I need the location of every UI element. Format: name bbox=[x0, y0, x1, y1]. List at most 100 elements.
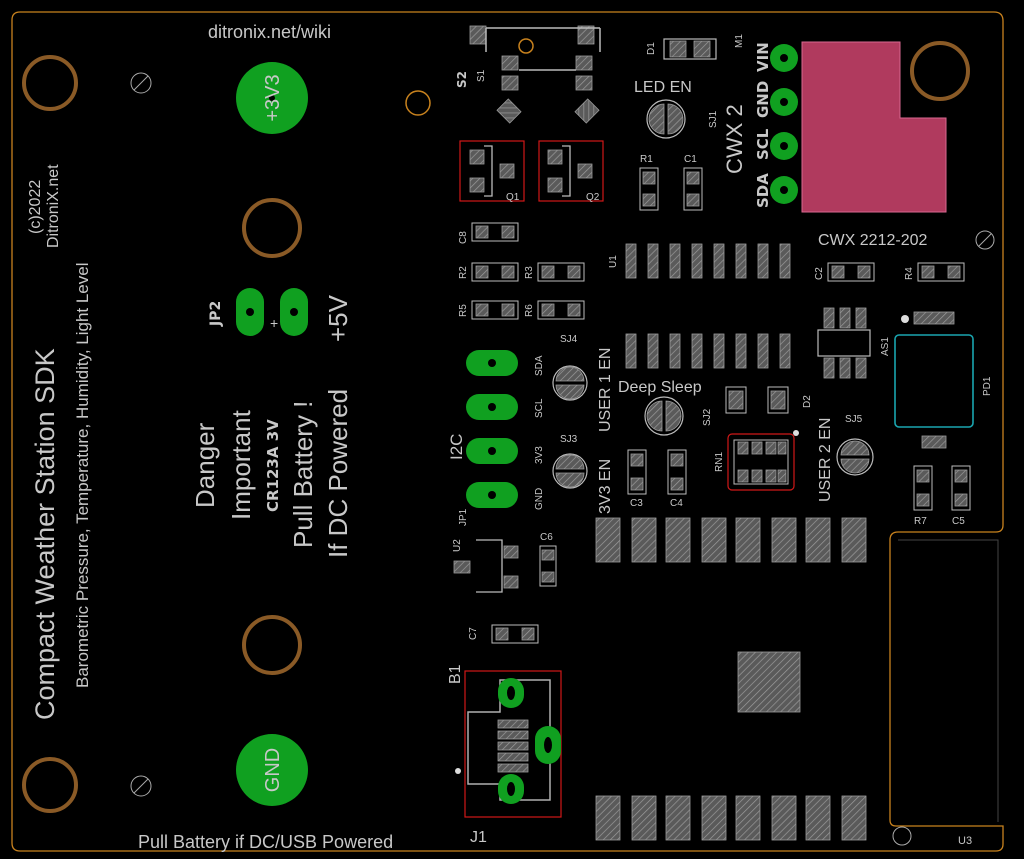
q1-label: Q1 bbox=[506, 192, 520, 203]
sj2-jumper bbox=[644, 396, 684, 436]
c6-label: C6 bbox=[540, 532, 553, 543]
c7-label: C7 bbox=[468, 627, 479, 640]
s2-label: S2 bbox=[455, 71, 469, 88]
c3-label: C3 bbox=[630, 498, 643, 509]
r5-label: R5 bbox=[458, 304, 469, 317]
u3-module-pads bbox=[595, 517, 867, 841]
i2c-pin-gnd: GND bbox=[534, 488, 545, 510]
sj4-label: SJ4 bbox=[560, 334, 578, 345]
warning-battery: CR123A 3V bbox=[264, 419, 282, 512]
u1-chip bbox=[625, 243, 791, 369]
board-subtitle: Barometric Pressure, Temperature, Humidi… bbox=[73, 263, 92, 689]
sj5-jumper bbox=[836, 438, 874, 476]
c3-c4-parts bbox=[627, 449, 687, 495]
sj1-jumper bbox=[646, 99, 686, 139]
pd1-pad-top bbox=[913, 311, 955, 325]
d1-outline bbox=[663, 38, 717, 60]
pad-gnd: GND bbox=[236, 734, 308, 806]
cwx-pin-sda: SDA bbox=[754, 173, 772, 208]
d2-diodes bbox=[725, 386, 789, 414]
sj4-jumper bbox=[552, 365, 588, 401]
as1-label: AS1 bbox=[880, 337, 891, 356]
u1-label: U1 bbox=[608, 255, 619, 268]
c4-label: C4 bbox=[670, 498, 683, 509]
sj3-jumper bbox=[552, 453, 588, 489]
pd1-photodiode bbox=[894, 334, 974, 428]
as1-sensor bbox=[817, 307, 871, 379]
q2-label: Q2 bbox=[586, 192, 600, 203]
warning-danger: Danger bbox=[190, 422, 220, 508]
cwx-header-label: CWX 2 bbox=[722, 104, 747, 174]
jp2-label: JP2 bbox=[208, 301, 224, 327]
j1-label: J1 bbox=[470, 829, 487, 846]
warning-important: Important bbox=[226, 409, 256, 520]
c2-r4-parts bbox=[827, 262, 965, 282]
pd1-pin1-marker bbox=[901, 315, 909, 323]
cwx-pin-scl: SCL bbox=[754, 128, 772, 160]
cwx-model-label: CWX 2212-202 bbox=[818, 232, 927, 249]
d1-pad-b bbox=[693, 40, 711, 58]
q2-transistor bbox=[538, 140, 604, 202]
copyright-label: (c)2022 bbox=[27, 180, 44, 234]
c5-label: C5 bbox=[952, 516, 965, 527]
pad-3v3: +3V3 bbox=[236, 62, 308, 134]
r1-c1-parts bbox=[639, 167, 703, 211]
sj1-label: SJ1 bbox=[708, 110, 719, 128]
u3-label: U3 bbox=[958, 835, 972, 847]
i2c-header-pads bbox=[466, 350, 518, 508]
passive-column bbox=[471, 222, 585, 320]
footer-label: Pull Battery if DC/USB Powered bbox=[138, 832, 393, 852]
c8-label: C8 bbox=[458, 231, 469, 244]
switch-s1 bbox=[469, 25, 601, 124]
warning-if-dc: If DC Powered bbox=[323, 389, 353, 558]
user1-en-label: USER 1 EN bbox=[597, 348, 614, 432]
i2c-pin-scl: SCL bbox=[534, 398, 545, 418]
cwx-header-pads bbox=[770, 44, 798, 204]
deep-sleep-label: Deep Sleep bbox=[618, 379, 702, 396]
c6-part bbox=[539, 545, 557, 587]
url-label: ditronix.net/wiki bbox=[208, 22, 331, 42]
pad-3v3-label: +3V3 bbox=[262, 74, 284, 121]
rn1-network bbox=[727, 430, 799, 491]
jp1-label: JP1 bbox=[458, 508, 469, 526]
r1-label: R1 bbox=[640, 154, 653, 165]
r3-label: R3 bbox=[524, 266, 535, 279]
r2-label: R2 bbox=[458, 266, 469, 279]
u2-label: U2 bbox=[452, 539, 463, 552]
sj2-label: SJ2 bbox=[702, 408, 713, 426]
board-outline bbox=[11, 11, 1004, 852]
s1-label: S1 bbox=[476, 69, 487, 82]
cwx-pin-vin: VIN bbox=[754, 42, 772, 72]
b1-label: B1 bbox=[447, 664, 464, 684]
cwx-module bbox=[801, 41, 947, 213]
rn1-label: RN1 bbox=[714, 452, 725, 472]
jp2-header bbox=[236, 288, 308, 336]
m1-label: M1 bbox=[734, 34, 745, 48]
cwx-pin-gnd: GND bbox=[754, 81, 772, 118]
r7-label: R7 bbox=[914, 516, 927, 527]
warning-pull: Pull Battery ! bbox=[288, 401, 318, 548]
jp2-plus: + bbox=[270, 315, 278, 331]
i2c-pin-3v3: 3V3 bbox=[534, 446, 545, 464]
sj5-label: SJ5 bbox=[845, 414, 863, 425]
user2-en-label: USER 2 EN bbox=[817, 418, 834, 502]
u2-regulator bbox=[453, 539, 519, 593]
c1-label: C1 bbox=[684, 154, 697, 165]
j1-usb-connector bbox=[464, 670, 562, 818]
r7-c5-parts bbox=[913, 465, 971, 511]
sj3-label: SJ3 bbox=[560, 434, 578, 445]
led-en-label: LED EN bbox=[634, 79, 692, 96]
board-title: Compact Weather Station SDK bbox=[30, 348, 60, 720]
module-outline bbox=[898, 539, 999, 822]
mounting-holes bbox=[22, 38, 995, 846]
r4-label: R4 bbox=[904, 267, 915, 280]
warning-5v: +5V bbox=[323, 294, 353, 342]
q1-transistor bbox=[459, 140, 525, 202]
pad-gnd-label: GND bbox=[262, 748, 284, 792]
c2-label: C2 bbox=[814, 267, 825, 280]
v33-en-label: 3V3 EN bbox=[597, 459, 614, 514]
i2c-label: I2C bbox=[447, 434, 466, 460]
c7-part bbox=[491, 624, 539, 644]
i2c-pin-sda: SDA bbox=[534, 355, 545, 376]
d1-pad-a bbox=[669, 40, 687, 58]
